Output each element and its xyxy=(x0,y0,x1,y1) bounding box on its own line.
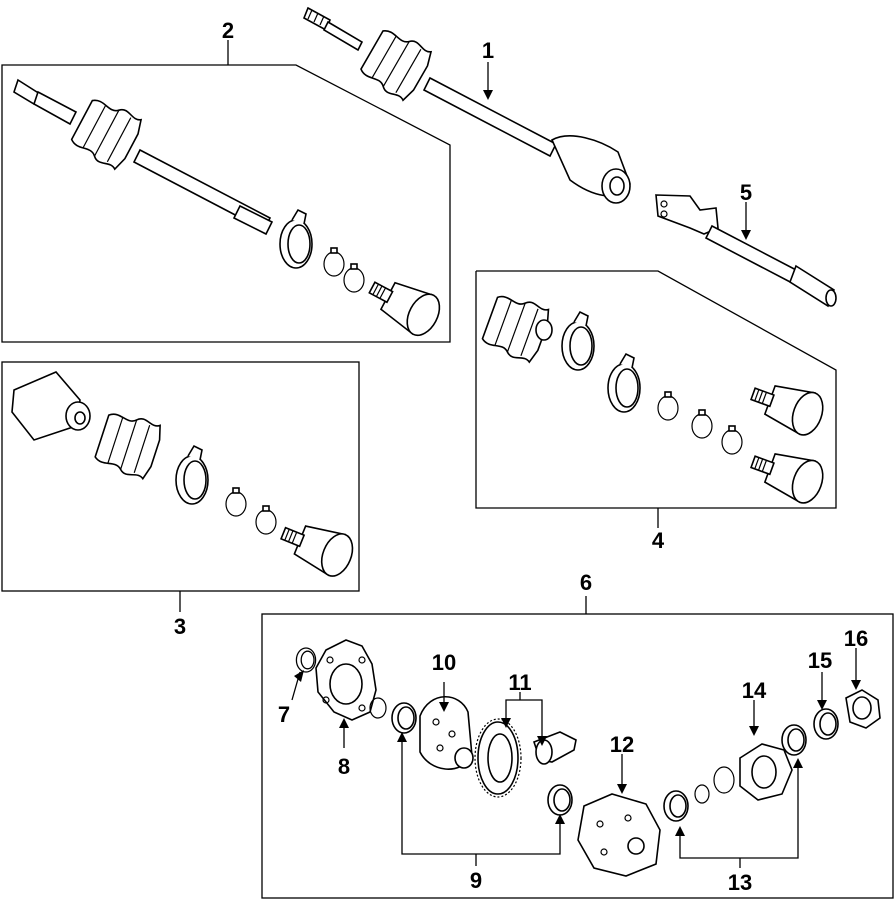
callout-2: 2 xyxy=(222,18,234,43)
box-6 xyxy=(261,613,894,899)
shim-ring xyxy=(369,697,387,719)
callout-15: 15 xyxy=(808,648,832,673)
callout-6: 6 xyxy=(580,570,592,595)
differential-housing-cover-8 xyxy=(315,639,377,721)
drive-shaft-assembly-1 xyxy=(302,6,631,204)
callout-5: 5 xyxy=(740,180,752,205)
side-bearing-left xyxy=(391,702,417,734)
callout-4: 4 xyxy=(652,528,665,553)
box-4 xyxy=(475,270,837,509)
callout-11: 11 xyxy=(508,670,531,695)
callout-1: 1 xyxy=(482,38,494,63)
box-2 xyxy=(1,64,451,343)
cv-joint-kit-4 xyxy=(479,290,830,508)
bearing-13a xyxy=(663,790,689,822)
bearing-13b xyxy=(781,724,807,756)
callout-16: 16 xyxy=(844,626,868,651)
callout-9: 9 xyxy=(470,868,482,893)
callout-3: 3 xyxy=(174,614,186,639)
drive-shaft-kit-2 xyxy=(13,78,447,342)
bearing-retainer-14 xyxy=(739,743,793,801)
differential-case-10 xyxy=(419,696,474,770)
callout-13: 13 xyxy=(728,870,752,895)
spacer-ring xyxy=(694,784,710,804)
callout-12: 12 xyxy=(610,732,634,757)
callout-8: 8 xyxy=(338,754,350,779)
side-bearing-right xyxy=(547,784,573,816)
seal-15 xyxy=(813,708,839,740)
oring xyxy=(713,766,735,794)
arrowheads xyxy=(294,90,861,836)
ring-gear-11 xyxy=(474,718,522,798)
differential-seal-7 xyxy=(295,647,317,673)
callout-7: 7 xyxy=(278,702,290,727)
cv-joint-kit-3 xyxy=(11,371,360,582)
intermediate-shaft-5 xyxy=(655,194,837,308)
callout-14: 14 xyxy=(742,678,767,703)
flange-16 xyxy=(845,689,881,729)
leader-lines xyxy=(179,40,857,868)
callout-10: 10 xyxy=(432,650,456,675)
transfer-case-12 xyxy=(577,793,661,877)
